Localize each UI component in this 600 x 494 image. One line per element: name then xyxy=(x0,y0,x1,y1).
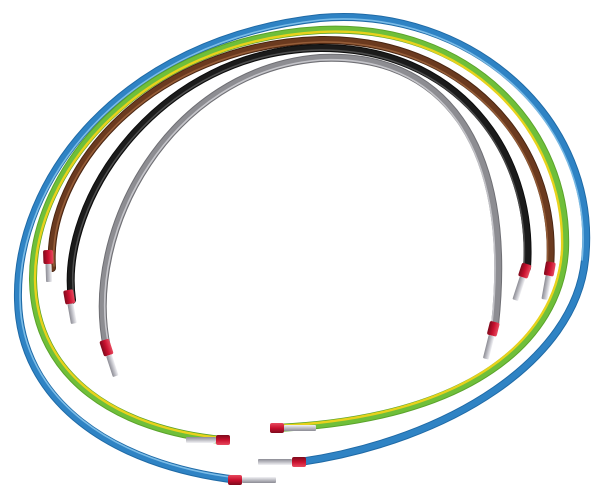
brown-wire xyxy=(47,35,555,272)
ferrule-black-left xyxy=(63,289,77,324)
ferrule-blue-a xyxy=(258,457,306,467)
ferrule-grey-right xyxy=(483,321,500,360)
ferrule-blue-b xyxy=(228,475,276,485)
ferrule-green-yellow-b xyxy=(270,423,316,433)
ferrule-green-yellow-a xyxy=(186,435,230,445)
black-wire xyxy=(66,43,532,304)
ferrule-grey-left xyxy=(99,338,119,377)
ferrule-brown-left xyxy=(43,249,54,283)
grey-wire xyxy=(98,53,503,352)
blue-wire xyxy=(13,13,591,484)
green-yellow-wire xyxy=(28,25,570,444)
ferrule-brown-right xyxy=(541,261,556,300)
ferrule-black-right xyxy=(512,262,532,301)
